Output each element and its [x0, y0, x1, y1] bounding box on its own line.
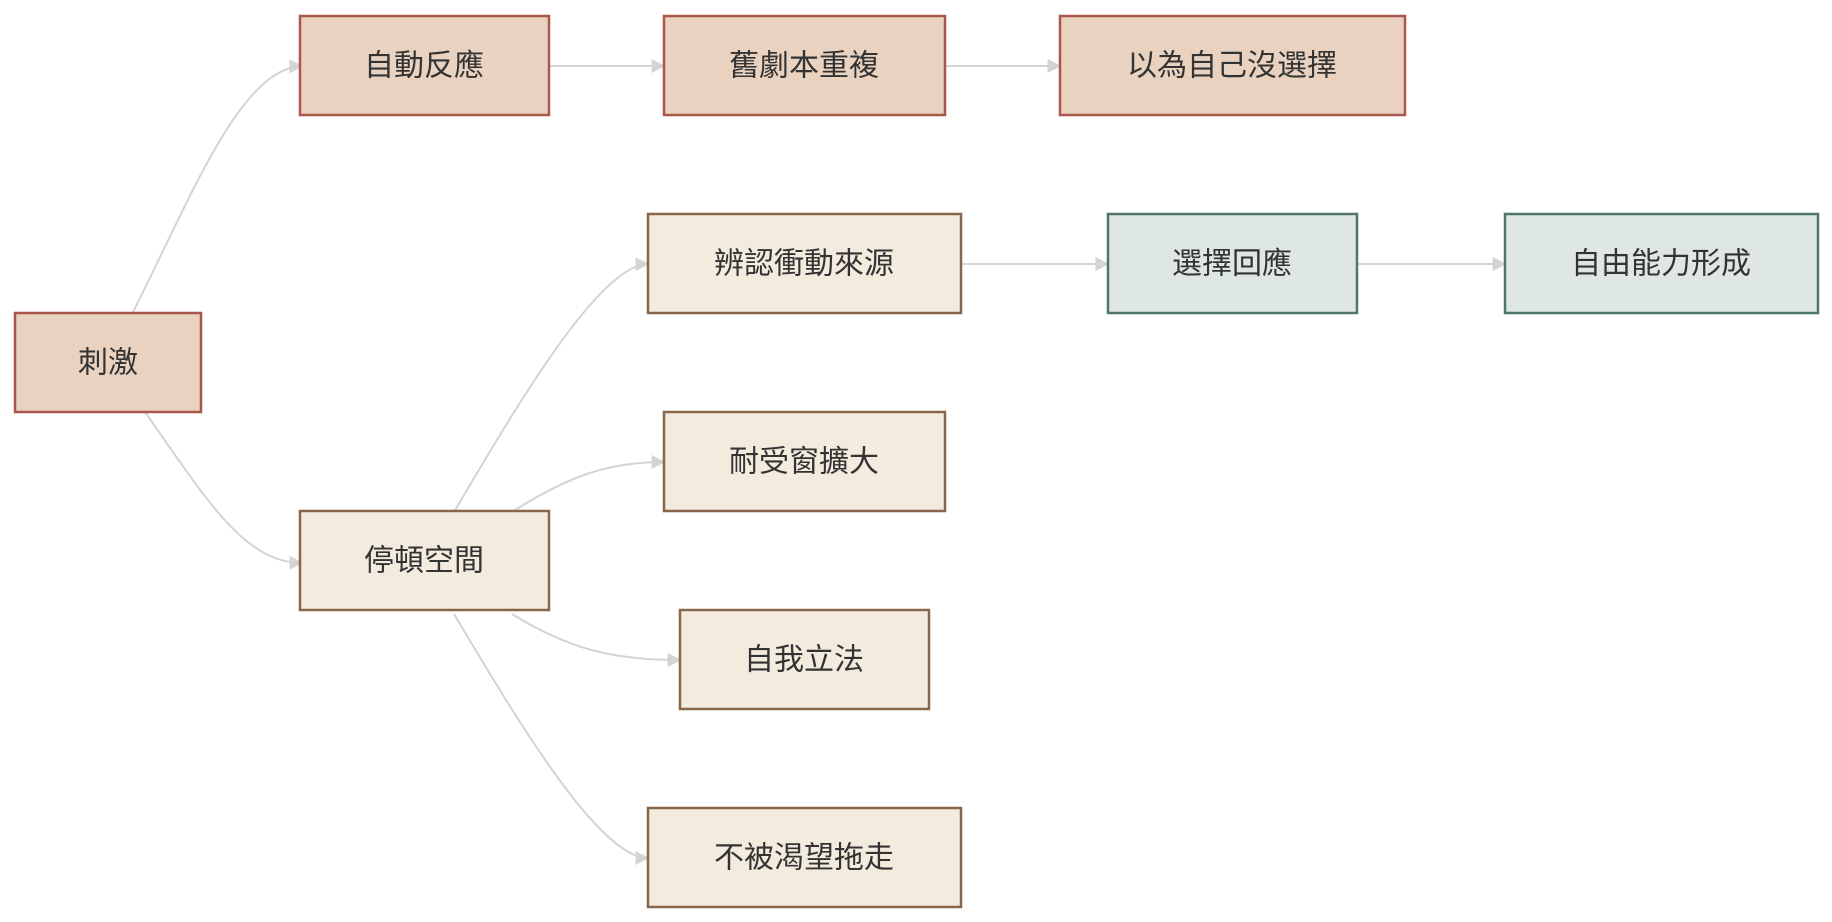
node-label: 停頓空間: [364, 544, 484, 579]
node-pause-space[interactable]: 停頓空間: [298, 509, 551, 612]
node-label: 自由能力形成: [1571, 247, 1751, 282]
node-freedom[interactable]: 自由能力形成: [1503, 212, 1820, 315]
edge-pause-identify-source: [453, 257, 650, 513]
node-tolerance[interactable]: 耐受窗擴大: [662, 410, 947, 513]
node-identify-source[interactable]: 辨認衝動來源: [646, 212, 963, 315]
edge-stimulus-auto-reaction: [132, 59, 304, 313]
node-choose-response[interactable]: 選擇回應: [1106, 212, 1359, 315]
edges: [132, 59, 1507, 865]
edge-pause-not-dragged: [453, 613, 650, 865]
edge-pause-self-legislate: [511, 613, 682, 667]
node-label: 刺激: [78, 346, 138, 381]
node-stimulus[interactable]: 刺激: [13, 311, 203, 414]
node-label: 辨認衝動來源: [714, 247, 894, 282]
edge-stimulus-pause-space: [144, 411, 304, 570]
nodes: 刺激 自動反應 舊劇本重複 以為自己沒選擇 停頓空間 辨認衝動來源 耐受窗擴大: [13, 14, 1820, 909]
node-no-choice[interactable]: 以為自己沒選擇: [1058, 14, 1407, 117]
node-label: 自動反應: [364, 49, 484, 84]
node-label: 以為自己沒選擇: [1127, 49, 1337, 84]
node-label: 耐受窗擴大: [729, 445, 879, 480]
node-not-dragged[interactable]: 不被渴望拖走: [646, 806, 963, 909]
node-label: 舊劇本重複: [729, 49, 879, 84]
node-self-legislate[interactable]: 自我立法: [678, 608, 931, 711]
node-old-script[interactable]: 舊劇本重複: [662, 14, 947, 117]
node-auto-reaction[interactable]: 自動反應: [298, 14, 551, 117]
node-label: 不被渴望拖走: [714, 841, 894, 876]
node-label: 選擇回應: [1172, 247, 1292, 282]
node-label: 自我立法: [744, 643, 864, 678]
edge-pause-tolerance: [511, 455, 666, 513]
